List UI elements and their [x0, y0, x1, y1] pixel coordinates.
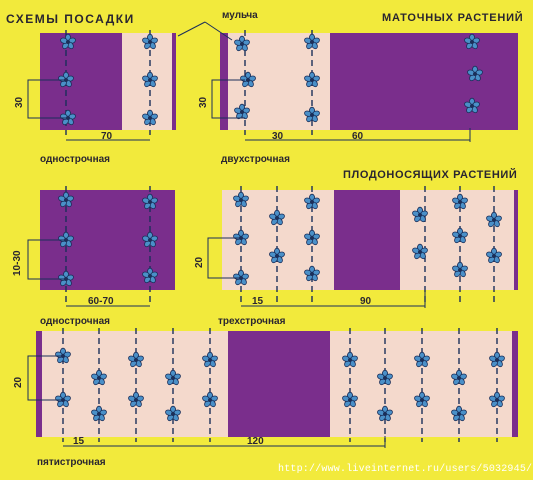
section-title-fruiting: ПЛОДОНОСЯЩИХ РАСТЕНИЙ [343, 169, 518, 181]
dimension-line [27, 79, 66, 119]
dimension-line [207, 237, 241, 279]
soil-strip [42, 331, 228, 437]
dimension-label: 120 [247, 436, 264, 447]
scheme-caption: однострочная [40, 316, 111, 327]
dimension-line [27, 355, 63, 401]
mulch-edge [172, 33, 176, 130]
dimension-label: 20 [13, 376, 24, 388]
mulch-edge [512, 331, 518, 437]
dimension-label: 90 [360, 296, 372, 307]
dimension-label: 20 [194, 256, 205, 268]
mulch-edge [220, 33, 228, 130]
scheme-fruit-single [27, 186, 175, 307]
dimension-label: 10-30 [12, 250, 23, 276]
dimension-label: 70 [101, 131, 113, 142]
dimension-label: 30 [272, 131, 284, 142]
scheme-caption: однострочная [40, 154, 111, 165]
scheme-caption: пятистрочная [37, 457, 106, 468]
scheme-fruit-triple [207, 186, 518, 308]
dimension-line [211, 79, 245, 119]
section-title-mother: МАТОЧНЫХ РАСТЕНИЙ [382, 12, 524, 24]
scheme-mother-double [177, 21, 518, 142]
mulch-bed [228, 331, 330, 437]
mulch-edge [36, 331, 42, 437]
dimension-label: 15 [73, 436, 85, 447]
scheme-mother-single [27, 30, 176, 141]
mulch-edge [514, 190, 518, 290]
watermark-url: http://www.liveinternet.ru/users/5032945… [278, 464, 533, 475]
diagram-title: СХЕМЫ ПОСАДКИ [6, 12, 135, 26]
dimension-label: 60 [352, 131, 364, 142]
scheme-fruit-five [27, 328, 518, 448]
dimension-label: 60-70 [88, 296, 114, 307]
mulch-bed [334, 190, 400, 290]
soil-strip [330, 331, 512, 437]
dimension-line [27, 239, 66, 280]
scheme-caption: двухстрочная [221, 154, 290, 165]
mulch-bed [40, 33, 122, 130]
mulch-bed [330, 33, 518, 130]
dimension-label: 30 [14, 96, 25, 108]
mulch-pointer [177, 21, 233, 41]
dimension-label: 30 [198, 96, 209, 108]
dimension-label: 15 [252, 296, 264, 307]
scheme-caption: трехстрочная [218, 316, 286, 327]
mulch-label: мульча [222, 10, 258, 21]
